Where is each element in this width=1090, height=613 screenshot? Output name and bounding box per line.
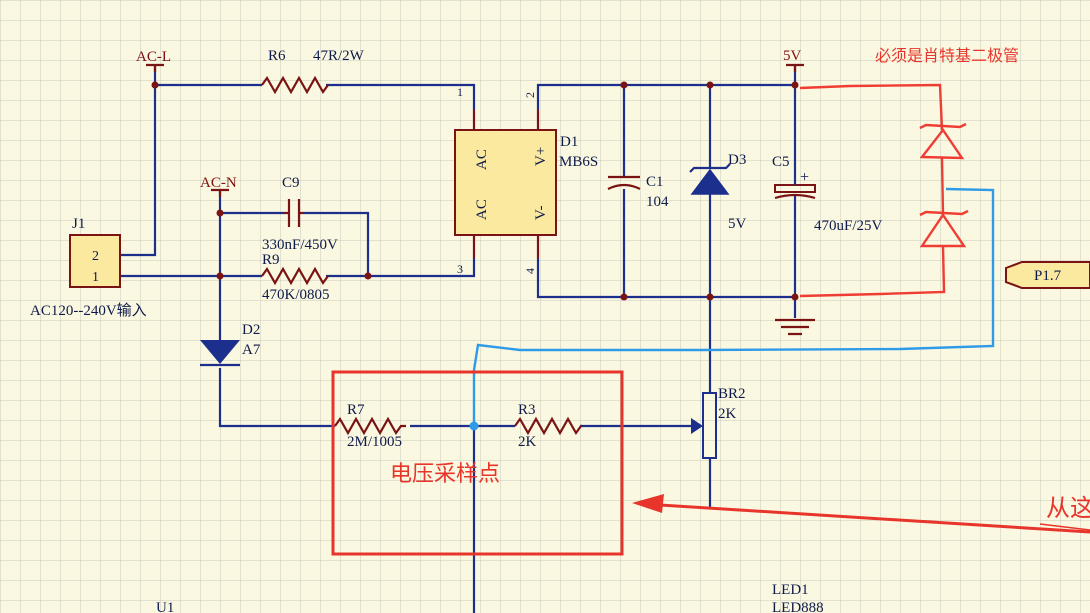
d1-pin3-number: 3 (457, 262, 463, 276)
diode-d2[interactable]: D2 A7 (200, 322, 261, 367)
br2-value: 2K (718, 406, 737, 422)
resistor-r6[interactable]: R6 47R/2W (261, 48, 365, 95)
c5-value: 470uF/25V (814, 218, 883, 234)
port-p1-7-label: P1.7 (1034, 268, 1062, 284)
schottky-diodes-markup: 必须是肖特基二极管 (799, 46, 1019, 298)
d1-pin-ac2: AC (474, 199, 490, 220)
electrolytic-capacitor-c5[interactable]: + C5 470uF/25V (772, 154, 883, 234)
c9-designator: C9 (282, 175, 300, 191)
led1-value: LED888 (772, 600, 824, 613)
d2-designator: D2 (242, 322, 260, 338)
from-here-note: 从这 (1046, 494, 1090, 522)
br2-designator: BR2 (718, 386, 746, 402)
d1-pin1-number: 1 (457, 85, 463, 99)
net-port-ac-l: AC-L (136, 49, 171, 72)
d1-pin4-number: 4 (523, 268, 537, 274)
capacitor-c1[interactable]: C1 104 (607, 174, 669, 210)
d3-value: 5V (728, 216, 747, 232)
connector-j1[interactable]: J1 2 1 AC120--240V输入 (30, 216, 147, 319)
net-label-ac-l: AC-L (136, 49, 171, 65)
r9-designator: R9 (262, 252, 280, 268)
zener-diode-d3[interactable]: D3 5V (689, 152, 747, 232)
schottky-note: 必须是肖特基二极管 (875, 46, 1019, 65)
d1-designator: D1 (560, 134, 578, 150)
d2-value: A7 (242, 342, 261, 358)
r7-designator: R7 (347, 402, 365, 418)
net-port-5v: 5V (783, 48, 804, 72)
r3-designator: R3 (518, 402, 536, 418)
resistor-r3[interactable]: R3 2K (514, 402, 582, 450)
bridge-rectifier-d1[interactable]: D1 MB6S AC AC V+ V- 1 2 3 4 (454, 85, 598, 276)
d1-pin-vplus: V+ (533, 147, 549, 166)
potentiometer-br2[interactable]: BR2 2K (691, 386, 746, 459)
j1-pin2: 2 (92, 249, 99, 264)
d1-pin-ac1: AC (474, 149, 490, 170)
c1-value: 104 (646, 194, 669, 210)
port-p1-7[interactable]: P1.7 (1005, 261, 1090, 289)
d1-pin2-number: 2 (523, 92, 537, 98)
ground-symbol (775, 318, 815, 336)
resistor-r7[interactable]: R7 2M/1005 (334, 402, 406, 450)
r3-value: 2K (518, 434, 537, 450)
u1-designator: U1 (156, 600, 174, 613)
d1-pin-vminus: V- (533, 206, 549, 220)
d3-designator: D3 (728, 152, 746, 168)
r6-value: 47R/2W (313, 48, 365, 64)
j1-pin1: 1 (92, 270, 99, 285)
j1-description: AC120--240V输入 (30, 302, 147, 319)
sample-point-markup: 电压采样点 从这 (331, 370, 1090, 556)
net-label-ac-n: AC-N (200, 175, 237, 191)
led1-designator: LED1 (772, 582, 809, 598)
r7-value: 2M/1005 (347, 434, 402, 450)
capacitor-c9[interactable]: C9 330nF/450V (262, 175, 338, 253)
net-port-ac-n: AC-N (200, 175, 237, 197)
sense-line-markup (472, 187, 995, 426)
c9-value: 330nF/450V (262, 237, 338, 253)
resistor-r9[interactable]: R9 470K/0805 (261, 252, 330, 303)
c1-designator: C1 (646, 174, 664, 190)
c5-designator: C5 (772, 154, 790, 170)
wires (120, 65, 799, 613)
d1-value: MB6S (559, 154, 598, 170)
r6-designator: R6 (268, 48, 286, 64)
r9-value: 470K/0805 (262, 287, 330, 303)
net-label-5v: 5V (783, 48, 802, 64)
c5-polarity: + (800, 169, 809, 186)
sample-point-note: 电压采样点 (390, 462, 500, 487)
led1-partial: LED1 LED888 (772, 582, 824, 613)
j1-designator: J1 (72, 216, 85, 232)
